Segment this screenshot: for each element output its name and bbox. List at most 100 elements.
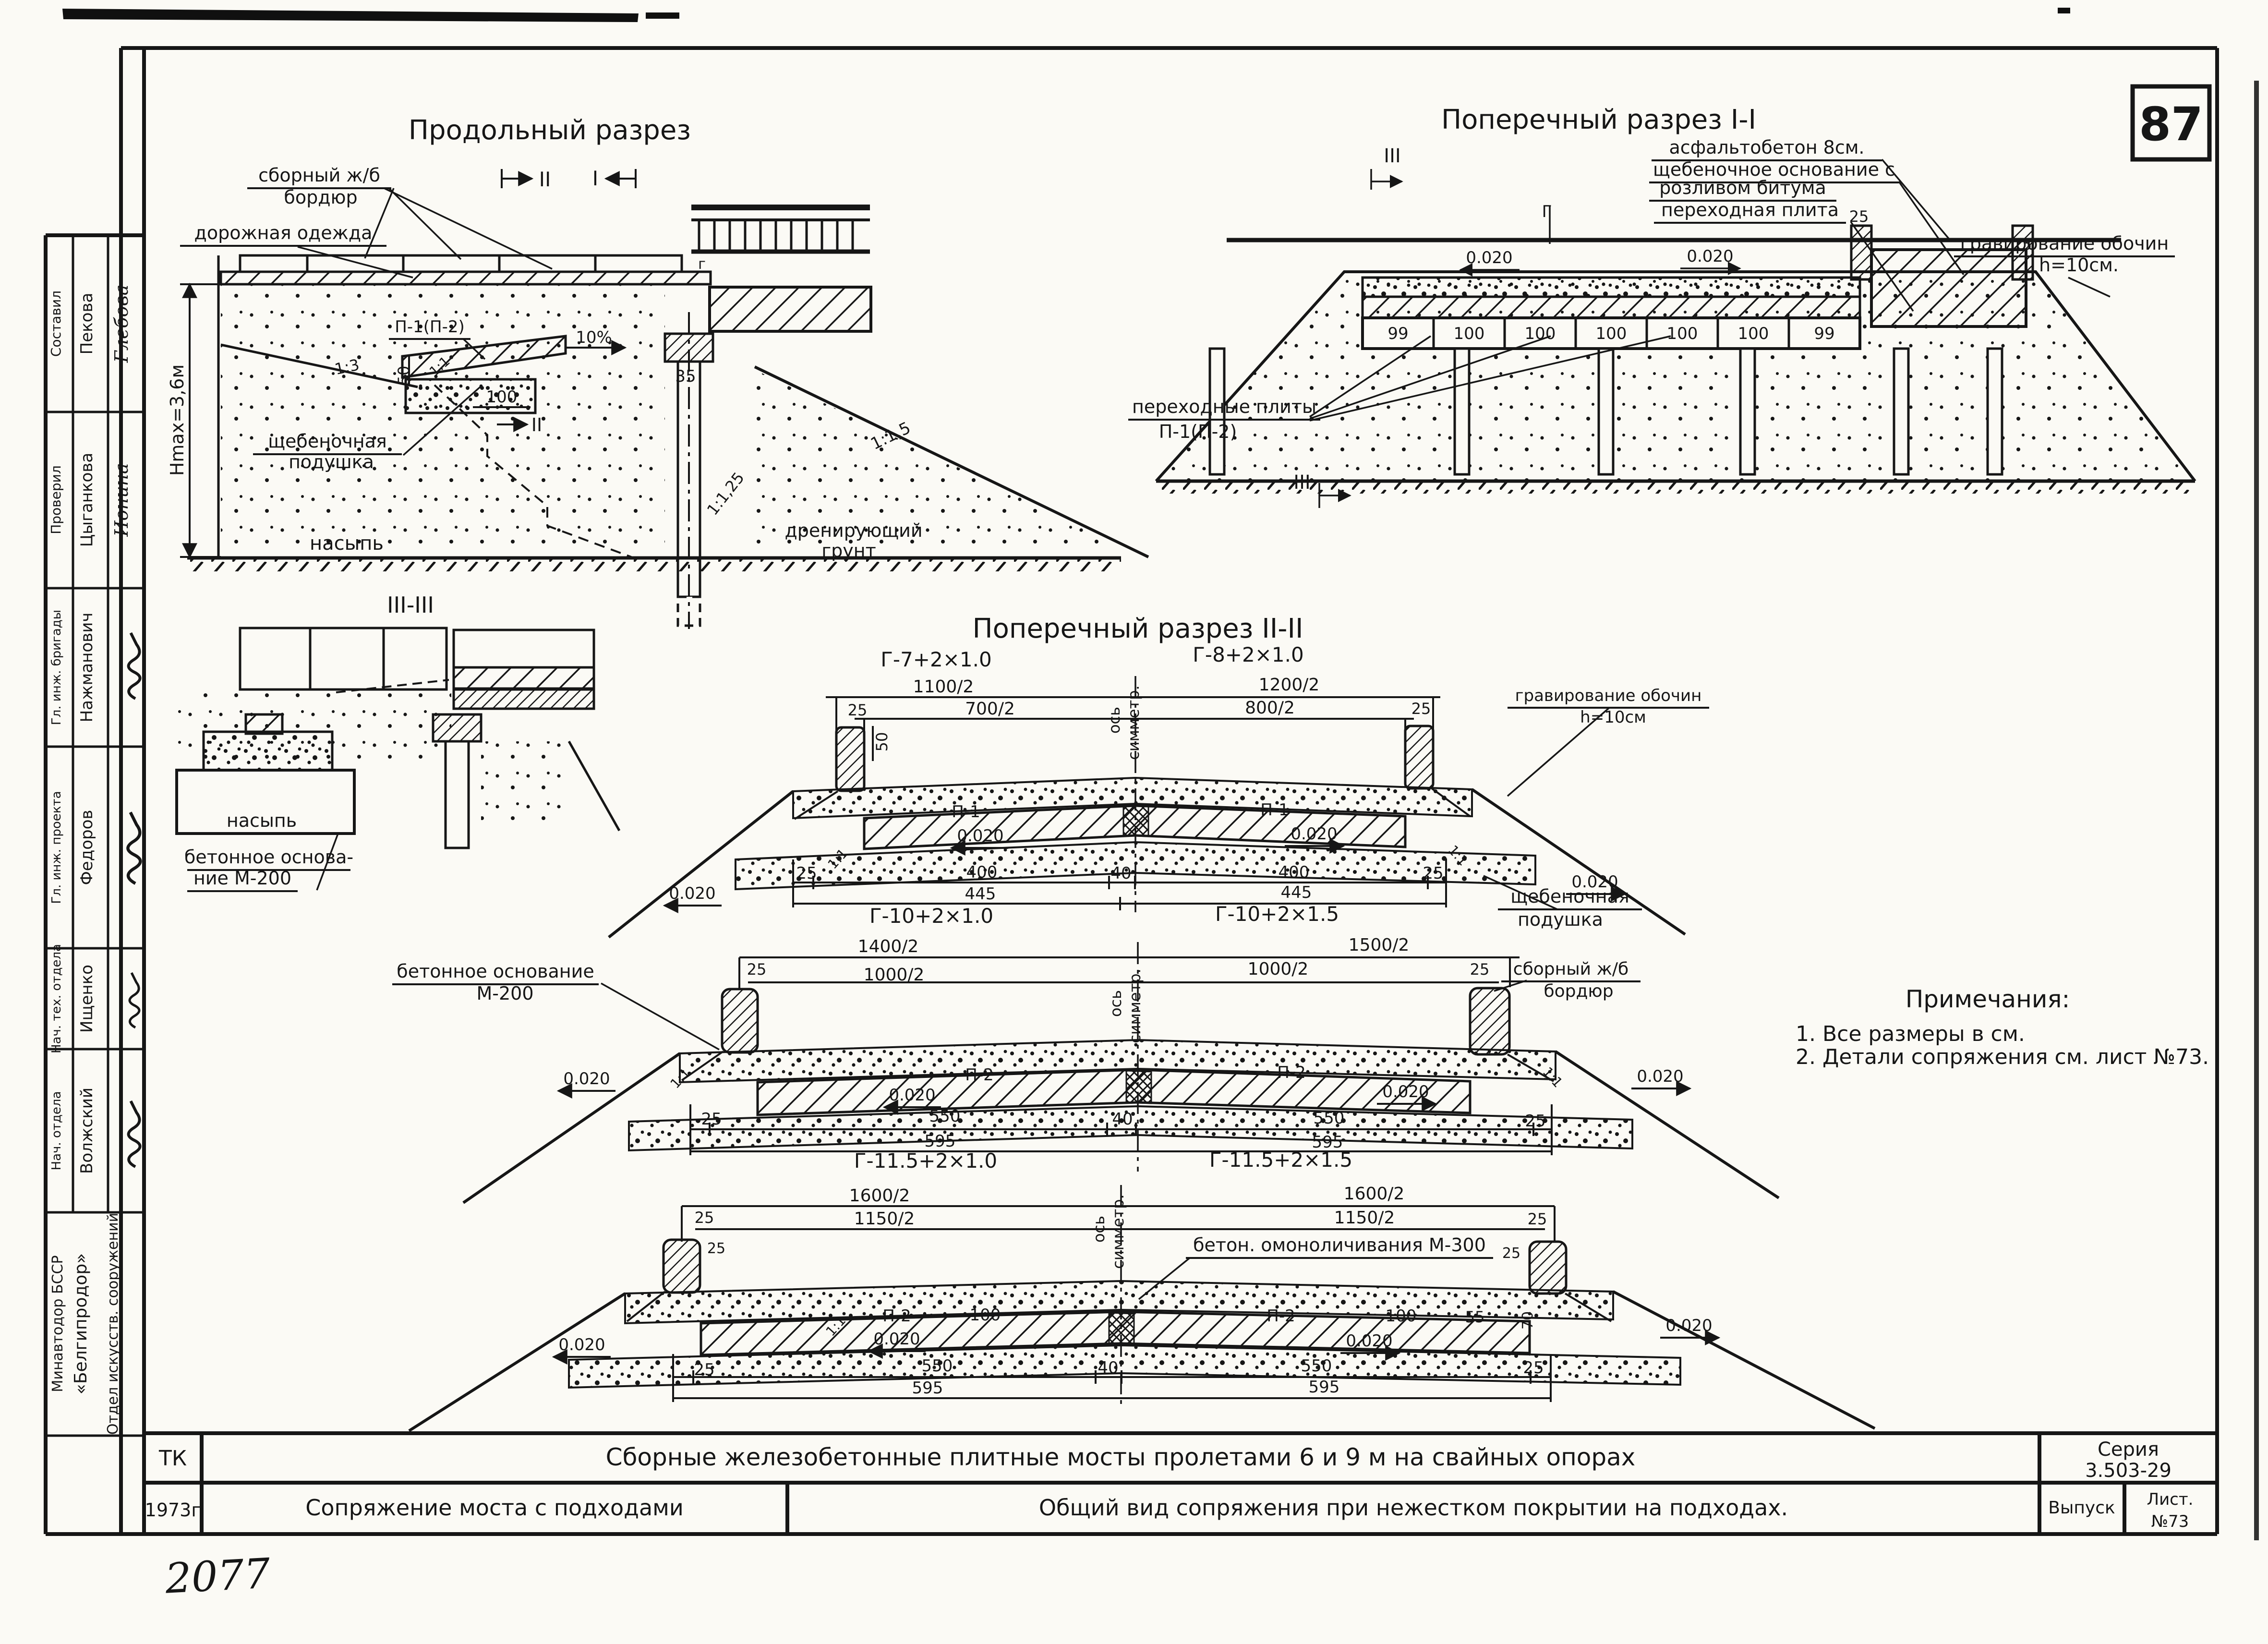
drawing-label: Нmax=3,6м (167, 364, 188, 476)
drawing-label: 35 (675, 367, 696, 386)
drawing-label: 1600/2 (849, 1186, 910, 1206)
drawing-label: асфальтобетон 8см. (1669, 137, 1865, 158)
drawing-frame (44, 46, 2219, 1536)
drawing-label: бетон. омоноличивания М-300 (1193, 1234, 1486, 1256)
signature-scribble (128, 812, 140, 883)
drawing-label: 25 (796, 864, 817, 883)
drawing-label: 595 (1309, 1378, 1340, 1397)
drawing-label: 25 (848, 701, 868, 719)
drawing-label: 0.020 (957, 826, 1003, 846)
drawing-label: Г-10+2×1.0 (869, 904, 993, 928)
stamp-column: Составил Пекова Глебова Проверил Цыганко… (48, 285, 140, 1435)
drawing-label: 25 (2013, 235, 2032, 254)
drawing-label: Г-11.5+2×1.5 (1209, 1148, 1352, 1172)
drawing-label: 0.020 (1466, 248, 1512, 267)
drawing-label: 550 (922, 1356, 953, 1376)
drawing-label: 100 (1596, 324, 1627, 343)
drawing-label: Г-8+2×1.0 (1193, 643, 1303, 666)
main-title: Сборные железобетонные плитные мосты про… (606, 1443, 1636, 1471)
drawing-label: 1000/2 (1248, 959, 1309, 979)
stamp-role: Гл. инж. бригады (49, 610, 64, 725)
drawing-label: 40 (1110, 864, 1131, 883)
drawing-label: Г-10+2×1.5 (1215, 902, 1339, 926)
drawing-label: 25 (1502, 1245, 1520, 1262)
drawing-label: 0.020 (563, 1069, 610, 1088)
view-cross-ii-c (408, 1185, 1876, 1432)
drawing-label: г (698, 256, 706, 273)
drawing-label: насыпь (227, 810, 297, 831)
longitudinal-title: Продольный разрез (409, 115, 691, 146)
drawing-label: 25 (1525, 1112, 1545, 1131)
note-item: 2. Детали сопряжения см. лист №73. (1796, 1045, 2209, 1069)
drawing-label: П-2 (882, 1306, 911, 1326)
drawing-label: h=10см. (2039, 254, 2119, 276)
notes-title: Примечания: (1906, 985, 2070, 1013)
signature-scribble (129, 1101, 140, 1167)
drawing-label: 100 (1525, 324, 1556, 343)
view-cross-ii-b (462, 942, 1780, 1204)
drawing-label: 25 (1849, 207, 1869, 226)
drawing-label: П-1(П-2) (1159, 421, 1237, 442)
drawing-label: 595 (1312, 1133, 1343, 1152)
drawing-label: 0.020 (1637, 1067, 1683, 1086)
drawing-label: 25 (701, 1110, 722, 1129)
drawing-label: 55 (1465, 1308, 1485, 1326)
issue-label: Выпуск (2048, 1498, 2115, 1518)
stamp-name: Волжский (77, 1088, 97, 1174)
sheet-corner-number: 87 (2139, 97, 2203, 151)
drawing-label: 40 (1098, 1358, 1118, 1378)
drawing-label: подушка (289, 451, 374, 472)
drawing-label: 0.020 (1571, 872, 1618, 892)
series-label: Серия (2098, 1438, 2159, 1461)
cross-i-title: Поперечный разрез I-I (1441, 104, 1756, 135)
drawing-label: бордюр (1544, 981, 1613, 1001)
drawing-label: П-2 (1267, 1306, 1295, 1326)
cross-ii-title: Поперечный разрез II-II (972, 613, 1303, 644)
subtitle: Сопряжение моста с подходами (305, 1495, 683, 1521)
drawing-label: П-1 (1260, 800, 1289, 820)
description: Общий вид сопряжения при нежестком покры… (1039, 1495, 1788, 1521)
drawing-label: дренирующий (784, 520, 922, 541)
drawing-label: III (1293, 471, 1310, 494)
drawing-label: 50 (873, 732, 891, 752)
stamp-name: Пекова (77, 293, 97, 355)
drawing-label: 25 (707, 1240, 725, 1257)
stamp-role: Проверил (48, 465, 64, 534)
drawing-label: 1:1,25 (703, 469, 748, 519)
drawing-label: III (1384, 145, 1400, 167)
drawing-label: 550 (929, 1107, 961, 1126)
drawing-label: 550 (1314, 1109, 1345, 1128)
title-block: ТК Сборные железобетонные плитные мосты … (145, 1438, 2194, 1531)
drawing-label: бетонное основа- (184, 846, 353, 868)
drawing-label: 100 (1454, 324, 1485, 343)
drawing-label: 1100/2 (913, 677, 974, 697)
drawing-label: 50 (395, 366, 413, 386)
stamp-org-line: Минавтодор БССР (49, 1255, 66, 1392)
drawing-label: сборный ж/б (1513, 959, 1629, 979)
drawing-label: 0.020 (889, 1086, 935, 1105)
stamp-role: Гл. инж. проекта (49, 791, 64, 904)
drawing-label: 0.020 (873, 1330, 920, 1349)
stamp-signature: Глебова (111, 285, 132, 363)
drawing-label: II (531, 414, 542, 435)
stamp-role: Нач. тех. отдела (49, 944, 64, 1053)
drawing-label: щебеночная (1510, 886, 1629, 907)
drawing-label: 99 (1814, 324, 1834, 343)
drawing-label: М-200 (476, 983, 533, 1004)
drawing-label: 100 (970, 1306, 1001, 1325)
drawing-label: 0.020 (1382, 1082, 1429, 1101)
stamp-org-line: Отдел искусств. сооружений (105, 1213, 121, 1435)
drawing-label: 1150/2 (854, 1209, 915, 1229)
view-section-iii (175, 627, 621, 849)
scan-artifacts (62, 8, 2259, 1540)
drawing-label: 0.020 (1291, 824, 1337, 844)
drawing-label: П-1 (952, 802, 980, 822)
drawing-label: П-2 (965, 1065, 993, 1085)
drawing-label: 700/2 (965, 699, 1015, 719)
section-iii-title: III-III (387, 592, 434, 618)
drawing-label: 595 (925, 1132, 956, 1151)
drawing-label: Г-7+2×1.0 (881, 648, 991, 671)
sheet-label: Лист. (2147, 1490, 2194, 1509)
